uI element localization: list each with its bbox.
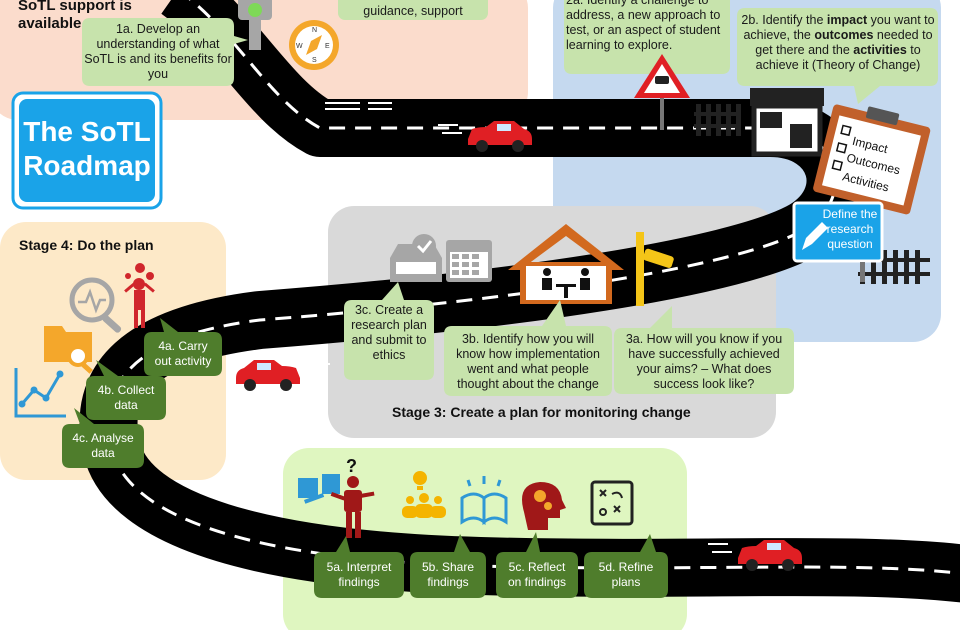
compass-east-letter: E (325, 43, 330, 50)
step-5d: 5d. Refine plans (598, 560, 654, 589)
security-camera-icon (636, 232, 674, 306)
page-title: The SoTL Roadmap (19, 115, 155, 183)
puzzle-icon (298, 474, 340, 504)
step-2b-impact: impact (826, 13, 868, 27)
research-sign-post (860, 262, 865, 282)
bubble-5d-shape (584, 534, 668, 598)
step-2b-outcomes: outcomes (814, 28, 874, 42)
traffic-light-icon (238, 0, 272, 50)
red-car-icon-3 (708, 540, 802, 571)
compass-south-letter: S (312, 57, 317, 64)
fence-left (694, 104, 741, 136)
slippery-road-sign-icon (634, 54, 690, 130)
bubble-4a-shape (144, 318, 222, 376)
meeting-house-icon (508, 224, 624, 304)
step-5b: 5b. Share findings (421, 560, 475, 589)
step-3a: 3a. How will you know if you have succes… (625, 332, 783, 391)
bubble-1a-shape (82, 18, 248, 86)
step-1a: 1a. Develop an understanding of what SoT… (84, 22, 232, 81)
research-sign-shape (792, 201, 884, 263)
page-title-line2: Roadmap (23, 150, 151, 181)
road-lines-top (325, 102, 392, 110)
step-2b-mid2: needed to get there and the (755, 28, 933, 57)
head-gears-icon (522, 482, 566, 530)
bubble-3b-shape (444, 300, 612, 396)
folder-search-icon (44, 326, 93, 374)
title-box-inner (19, 99, 155, 202)
step-5a: 5a. Interpret findings (326, 560, 392, 589)
open-book-icon (460, 476, 508, 526)
stage4-heading: Stage 4: Do the plan (19, 237, 154, 253)
step-4c: 4c. Analyse data (72, 431, 134, 460)
inbox-check-icon (390, 234, 442, 282)
step-2b-mid1: you want to achieve, the (743, 13, 935, 42)
group-idea-icon (402, 471, 446, 518)
bubble-2a-shape (564, 0, 730, 86)
step-2b-post: to achieve it (Theory of Change) (755, 43, 921, 72)
bubble-2b-shape (737, 8, 938, 104)
stage3-heading: Stage 3: Create a plan for monitoring ch… (392, 404, 691, 420)
clipboard-icon (813, 104, 931, 215)
step-3b: 3b. Identify how you will know how imple… (456, 332, 600, 391)
compass-icon (289, 20, 339, 70)
red-car-icon (438, 121, 532, 152)
page-title-line1: The SoTL (23, 116, 151, 147)
red-car-icon-2 (236, 360, 330, 391)
step-2b-pre: 2b. Identify the (741, 13, 824, 27)
step-4a: 4a. Carry out activity (154, 339, 212, 368)
step-4b: 4b. Collect data (97, 383, 155, 412)
step-5c: 5c. Reflect on findings (507, 560, 567, 589)
bubble-3a-shape (614, 306, 794, 394)
shop-icon (750, 88, 824, 157)
stage1-heading-line1: SoTL support is (18, 0, 132, 14)
compass-west-letter: W (296, 43, 303, 50)
step-2a: 2a. Identify a challenge to address, a n… (566, 0, 721, 52)
bubble-4c-shape (62, 408, 144, 468)
line-chart-icon (14, 368, 66, 418)
bubble-5c-shape (496, 532, 578, 598)
step-2b-activities: activities (853, 43, 907, 57)
step-2b: 2b. Identify the impact you want to achi… (740, 13, 936, 73)
step-3c: 3c. Create a research plan and submit to… (351, 303, 427, 362)
bubble-5b-shape (410, 534, 486, 598)
bubble-3c-shape (344, 282, 434, 380)
stage1-top-fragment: guidance, support (363, 4, 463, 18)
pencil-icon (802, 222, 828, 250)
compass-north-letter: N (312, 27, 317, 34)
question-mark-glyph: ? (346, 456, 357, 476)
calendar-icon (446, 240, 492, 282)
stage1-heading-line2: available (18, 15, 82, 32)
magnifier-chart-icon (69, 277, 122, 333)
research-question-sign: Define the research question (822, 207, 878, 251)
tactics-board-icon (590, 480, 634, 526)
stage1-heading: SoTL support is available (18, 0, 132, 33)
bubble-5a-shape (314, 536, 404, 598)
bubble-1-top-shape (338, 0, 488, 20)
bubble-4b-shape (86, 360, 166, 420)
juggler-icon (124, 263, 155, 328)
thinking-person-icon (330, 476, 375, 538)
